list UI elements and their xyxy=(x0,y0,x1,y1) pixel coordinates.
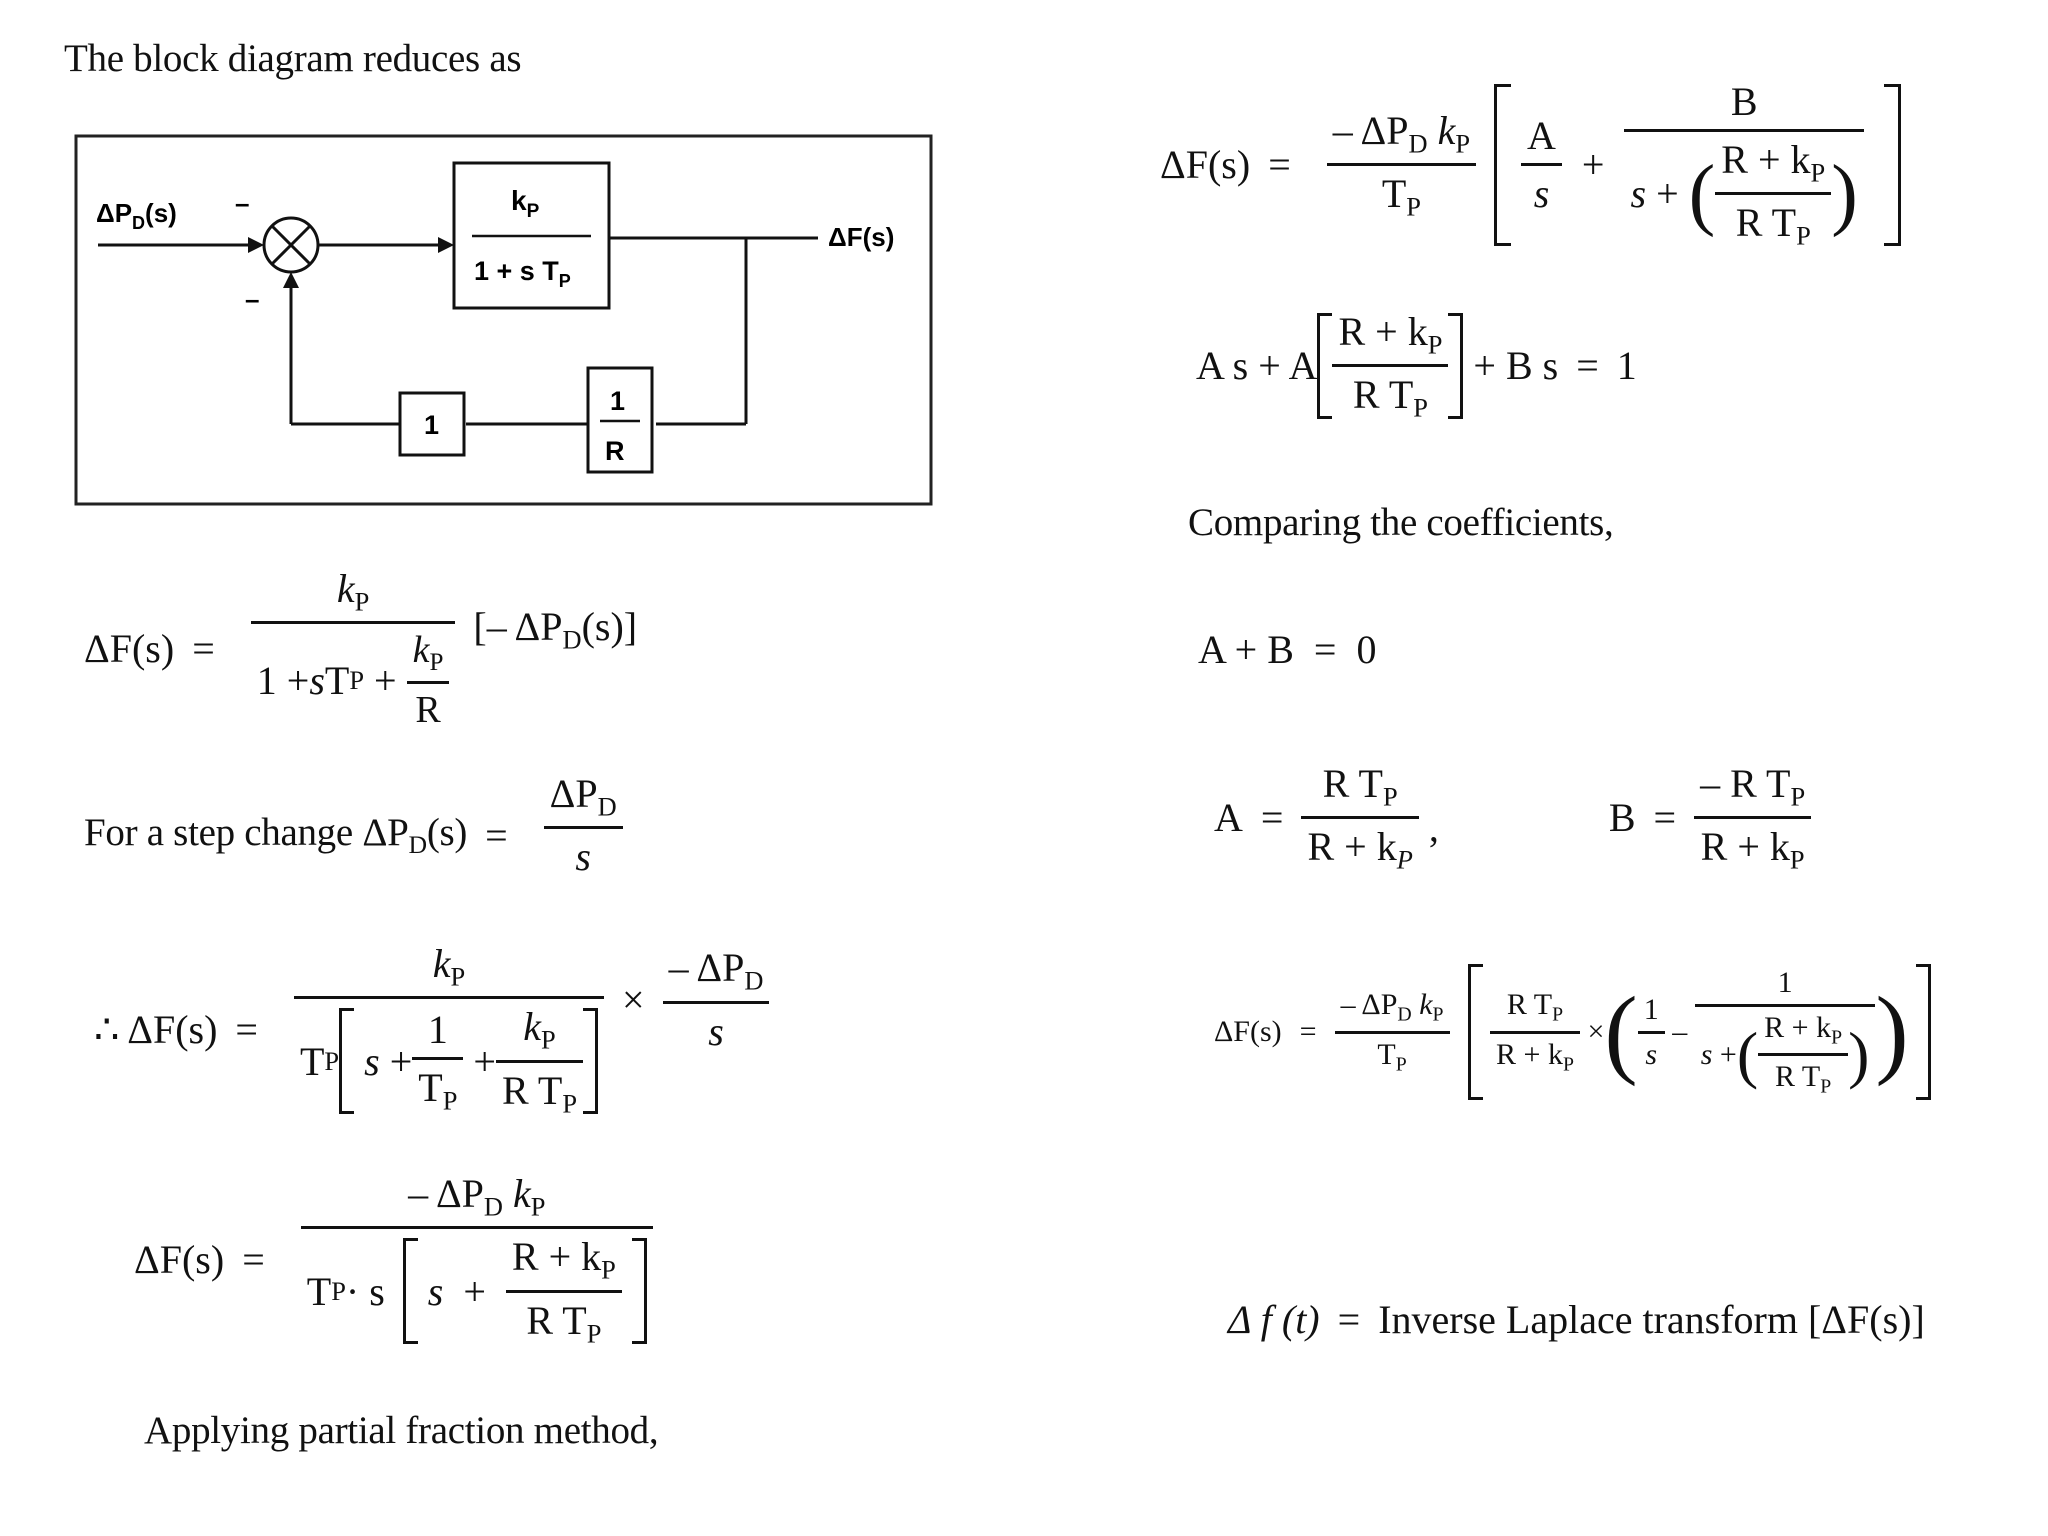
block-diagram: ΔPD(s) – – kP 1 + s TP ΔF(s) 1 R 1 xyxy=(74,134,933,506)
summing-junction-icon xyxy=(262,216,320,274)
unit-gain-label: 1 xyxy=(424,410,439,440)
diagram-frame xyxy=(74,134,933,506)
summer-minus-bottom: – xyxy=(245,284,259,314)
equation-a-b-values: A= R TP R + kP , B= – R TP R + kP xyxy=(1214,760,1812,876)
plant-numerator: kP xyxy=(511,185,540,222)
equation-inverse-laplace: Δ f (t)= Inverse Laplace transform [ΔF(s… xyxy=(1228,1297,1925,1342)
summer-minus-top: – xyxy=(235,188,249,218)
plant-denominator: 1 + s TP xyxy=(474,256,571,291)
plant-block xyxy=(452,161,611,310)
droop-block xyxy=(586,366,654,474)
droop-numerator: 1 xyxy=(610,386,625,416)
partial-fraction-text: Applying partial fraction method, xyxy=(144,1409,659,1452)
diagram-input-label: ΔPD(s) xyxy=(96,198,177,233)
comparing-text: Comparing the coefficients, xyxy=(1188,501,1614,544)
equation-step-change: For a step change ΔPD(s) = ΔPD s xyxy=(84,770,623,880)
droop-denominator: R xyxy=(605,436,625,466)
diagram-output-label: ΔF(s) xyxy=(828,222,894,252)
equation-a-plus-b: A + B = 0 xyxy=(1198,627,1377,672)
intro-text: The block diagram reduces as xyxy=(64,37,522,80)
